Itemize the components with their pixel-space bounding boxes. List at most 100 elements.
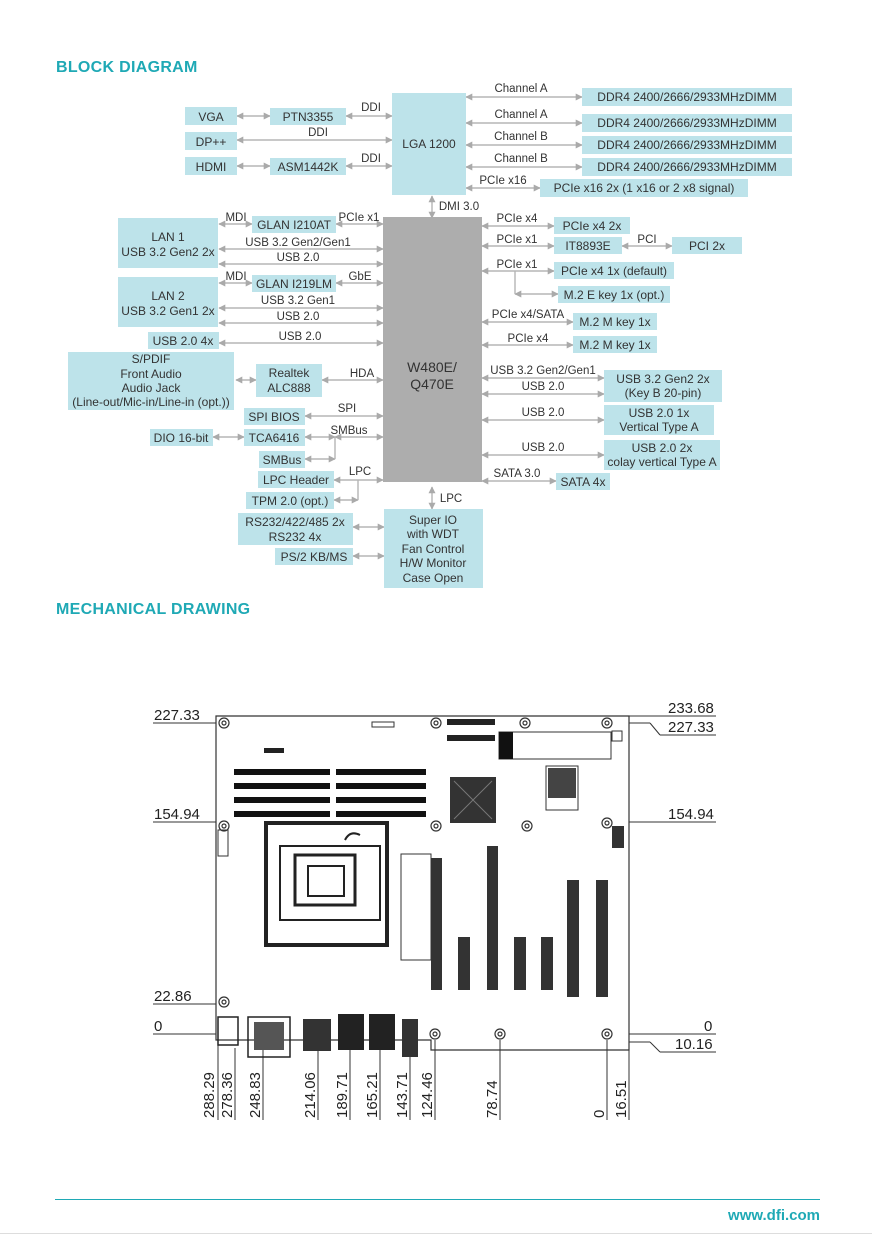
sio-3: Fan Control [402, 542, 465, 556]
usb20-left-2: USB 2.0 [277, 311, 320, 323]
usb20-2x-label: USB 2.0 2x [632, 441, 693, 455]
ddi-3: DDI [361, 153, 381, 165]
mechanical-drawing: 227.33 154.94 22.86 0 233.68 227.33 154.… [153, 700, 716, 1120]
block-diagram-title: BLOCK DIAGRAM [56, 59, 198, 76]
colay-label: colay vertical Type A [607, 455, 716, 469]
mdi-2: MDI [225, 271, 246, 283]
pcie-x4-sata-label: PCIe x4/SATA [492, 309, 565, 321]
dim-right-227: 227.33 [668, 719, 714, 736]
mechanical-drawing-title: MECHANICAL DRAWING [56, 601, 251, 618]
glan-i210-label: GLAN I210AT [257, 218, 331, 232]
dim-bottom-278: 278.36 [219, 1072, 236, 1118]
footer-url[interactable]: www.dfi.com [728, 1207, 820, 1224]
m2-e-label: M.2 E key 1x (opt.) [564, 288, 665, 302]
mdi-1: MDI [225, 212, 246, 224]
vga-label: VGA [198, 110, 223, 124]
dim-left-22: 22.86 [154, 988, 192, 1005]
cpu-label: LGA 1200 [402, 137, 456, 151]
lan2-label: LAN 2 [151, 289, 185, 303]
pch-label-1: W480E/ [407, 359, 457, 375]
lan2-usb: USB 3.2 Gen1 2x [121, 304, 214, 318]
dim-right-0: 0 [704, 1018, 712, 1035]
pcie-x4-right-2: PCIe x4 [508, 333, 550, 345]
glan-i219-label: GLAN I219LM [256, 277, 332, 291]
dimm-3: DDR4 2400/2666/2933MHzDIMM [597, 138, 776, 152]
usb20-left-1: USB 2.0 [277, 252, 320, 264]
ptn3355-label: PTN3355 [283, 110, 334, 124]
front-audio-label: Front Audio [120, 367, 182, 381]
tpm-label: TPM 2.0 (opt.) [252, 494, 329, 508]
dim-left-154: 154.94 [154, 806, 200, 823]
pcie-x16-label: PCIe x16 [479, 175, 526, 187]
footer-divider [55, 1199, 820, 1200]
it8893e-label: IT8893E [565, 239, 610, 253]
sio-1: Super IO [409, 513, 457, 527]
usb32g2-2x-label: USB 3.2 Gen2 2x [616, 372, 709, 386]
pci-label: PCI [637, 234, 656, 246]
usb32-gen2-gen1-left: USB 3.2 Gen2/Gen1 [245, 237, 350, 249]
channel-b-2: Channel B [494, 153, 548, 165]
audio-jack-label: Audio Jack [122, 381, 182, 395]
sio-2: with WDT [406, 527, 460, 541]
usb32-gen1-left: USB 3.2 Gen1 [261, 295, 335, 307]
dim-bottom-214: 214.06 [302, 1072, 319, 1118]
alc888-label: ALC888 [267, 381, 311, 395]
ddi-2: DDI [308, 127, 328, 139]
vert-a-label: Vertical Type A [619, 420, 698, 434]
channel-b-1: Channel B [494, 131, 548, 143]
dimm-1: DDR4 2400/2666/2933MHzDIMM [597, 90, 776, 104]
dim-right-233: 233.68 [668, 700, 714, 717]
dim-bottom-0: 0 [591, 1110, 608, 1118]
dim-bottom-189: 189.71 [334, 1072, 351, 1118]
rs232-485-label: RS232/422/485 2x [245, 515, 344, 529]
lan1-label: LAN 1 [151, 230, 185, 244]
dim-bottom-124: 124.46 [419, 1072, 436, 1118]
usb32-gen2-gen1-right: USB 3.2 Gen2/Gen1 [490, 365, 595, 377]
sata30-label: SATA 3.0 [494, 468, 541, 480]
dim-left-227: 227.33 [154, 707, 200, 724]
smbus-line-label: SMBus [330, 425, 367, 437]
usb20-right-1: USB 2.0 [522, 381, 565, 393]
pcie-x1-right-1: PCIe x1 [497, 234, 538, 246]
realtek-label: Realtek [269, 366, 311, 380]
hda-label: HDA [350, 368, 375, 380]
dio-label: DIO 16-bit [154, 431, 209, 445]
dim-bottom-143: 143.71 [394, 1072, 411, 1118]
usb20-left-3: USB 2.0 [279, 331, 322, 343]
dim-bottom-16: 16.51 [613, 1080, 630, 1118]
m2-m-label-2: M.2 M key 1x [579, 338, 650, 352]
channel-a-1: Channel A [494, 83, 547, 95]
gbe-label: GbE [348, 271, 371, 283]
dim-left-0: 0 [154, 1018, 162, 1035]
dp-label: DP++ [196, 135, 227, 149]
usb20-4x-label: USB 2.0 4x [153, 334, 214, 348]
pcie-x4-1x-label: PCIe x4 1x (default) [561, 264, 667, 278]
pch-label-2: Q470E [410, 376, 454, 392]
smbus-box-label: SMBus [263, 453, 302, 467]
page-edge [0, 1233, 872, 1234]
m2-m-label-1: M.2 M key 1x [579, 315, 650, 329]
spi-bios-label: SPI BIOS [248, 410, 299, 424]
pcie-x16-slot: PCIe x16 2x (1 x16 or 2 x8 signal) [554, 181, 735, 195]
tca6416-label: TCA6416 [249, 431, 300, 445]
usb20-right-2: USB 2.0 [522, 407, 565, 419]
dim-bottom-248: 248.83 [247, 1072, 264, 1118]
rs232-label: RS232 4x [269, 530, 322, 544]
dim-right-10: 10.16 [675, 1036, 713, 1053]
pcie-x1-left: PCIe x1 [339, 212, 380, 224]
pcie-x4-right-1: PCIe x4 [497, 213, 539, 225]
sio-4: H/W Monitor [400, 556, 467, 570]
dim-bottom-78: 78.74 [484, 1080, 501, 1118]
dimm-4: DDR4 2400/2666/2933MHzDIMM [597, 160, 776, 174]
lpc-sio-label: LPC [440, 493, 462, 505]
lpc-header-label: LPC Header [263, 473, 329, 487]
ps2-label: PS/2 KB/MS [281, 550, 348, 564]
dimm-2: DDR4 2400/2666/2933MHzDIMM [597, 116, 776, 130]
spdif-label: S/PDIF [132, 352, 171, 366]
asm1442k-label: ASM1442K [278, 160, 339, 174]
hdmi-label: HDMI [196, 160, 227, 174]
dim-bottom-288: 288.29 [201, 1072, 218, 1118]
key-b-label: (Key B 20-pin) [625, 386, 702, 400]
pcie-x1-right-2: PCIe x1 [497, 259, 538, 271]
usb20-1x-label: USB 2.0 1x [629, 406, 690, 420]
